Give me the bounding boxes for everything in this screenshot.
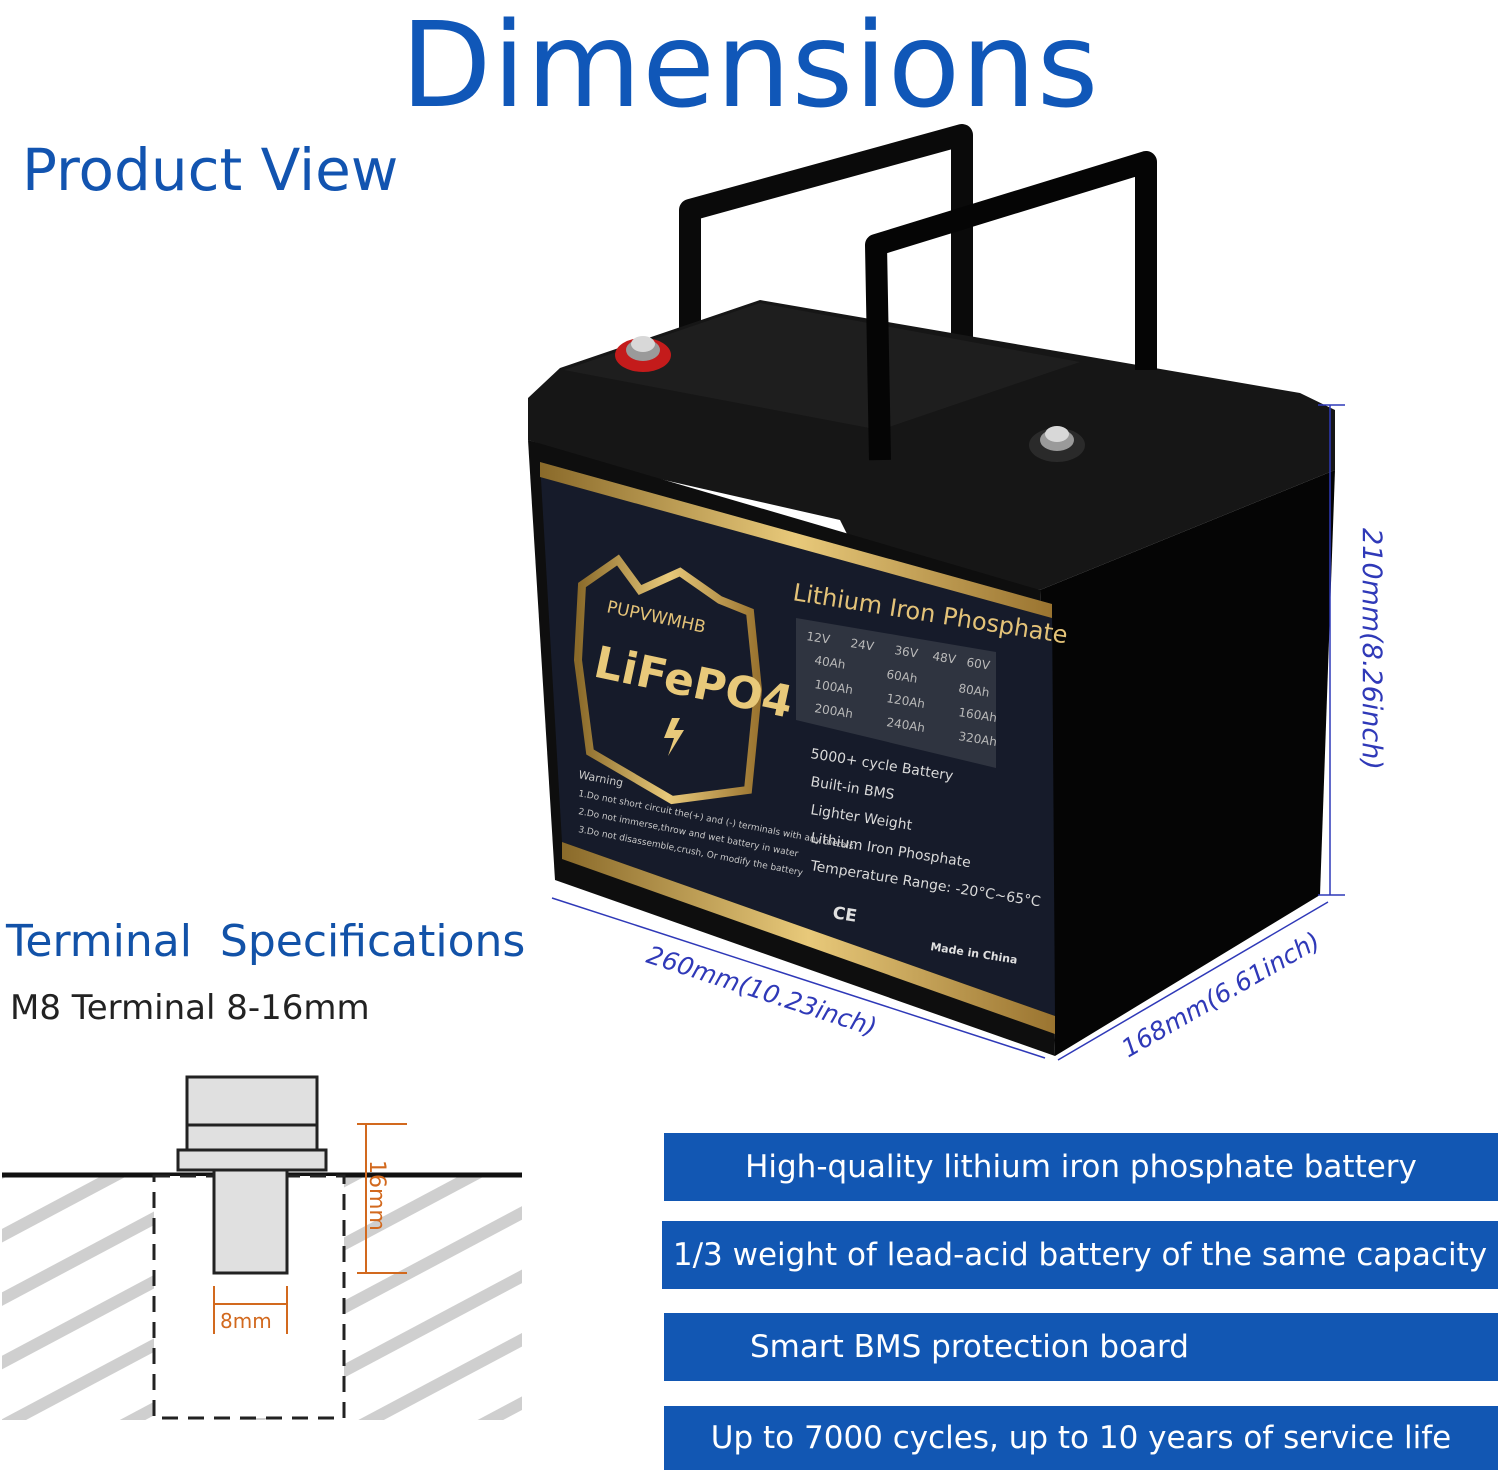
feature-text: Up to 7000 cycles, up to 10 years of ser… — [710, 1420, 1452, 1456]
voltage-option: 48V — [932, 649, 958, 667]
feature-text: Smart BMS protection board — [750, 1329, 1189, 1365]
capacity-option: 40Ah — [814, 653, 847, 672]
voltage-option: 24V — [850, 636, 876, 654]
page-title: Dimensions — [400, 0, 1100, 134]
capacity-option: 320Ah — [958, 729, 998, 749]
dimension-lines — [551, 404, 1345, 1061]
feature-banner: 1/3 weight of lead-acid battery of the s… — [662, 1221, 1498, 1289]
voltage-option: 12V — [806, 629, 832, 647]
battery-handle-front — [865, 151, 1157, 461]
positive-terminal — [615, 336, 671, 372]
battery-side-face — [1040, 470, 1335, 1056]
negative-terminal — [1029, 426, 1085, 462]
terminal-spec-heading: Terminal Specifications — [6, 916, 526, 967]
feature-banner: Up to 7000 cycles, up to 10 years of ser… — [664, 1406, 1498, 1470]
product-view-heading: Product View — [22, 136, 399, 204]
voltage-option: 36V — [894, 643, 920, 661]
capacity-option: 200Ah — [814, 701, 854, 721]
capacity-option: 100Ah — [814, 677, 854, 697]
voltage-option: 60V — [966, 655, 992, 673]
capacity-option: 160Ah — [958, 705, 998, 725]
lifepo4-shield-icon — [573, 554, 763, 805]
feature-text: 1/3 weight of lead-acid battery of the s… — [672, 1237, 1488, 1273]
terminal-spec-subtitle: M8 Terminal 8-16mm — [10, 988, 370, 1028]
lightning-icon — [664, 718, 684, 756]
feature-banner: Smart BMS protection board — [664, 1313, 1498, 1381]
capacity-option: 120Ah — [886, 691, 926, 711]
battery-handle-back — [679, 124, 973, 430]
capacity-option: 80Ah — [958, 681, 991, 700]
feature-text: High-quality lithium iron phosphate batt… — [745, 1149, 1417, 1185]
capacity-option: 60Ah — [886, 667, 919, 686]
certification-marks: CE — [831, 903, 858, 927]
capacity-option: 240Ah — [886, 715, 926, 735]
feature-banner: High-quality lithium iron phosphate batt… — [664, 1133, 1498, 1201]
height-dimension-label: 210mm(8.26inch) — [1356, 528, 1387, 770]
